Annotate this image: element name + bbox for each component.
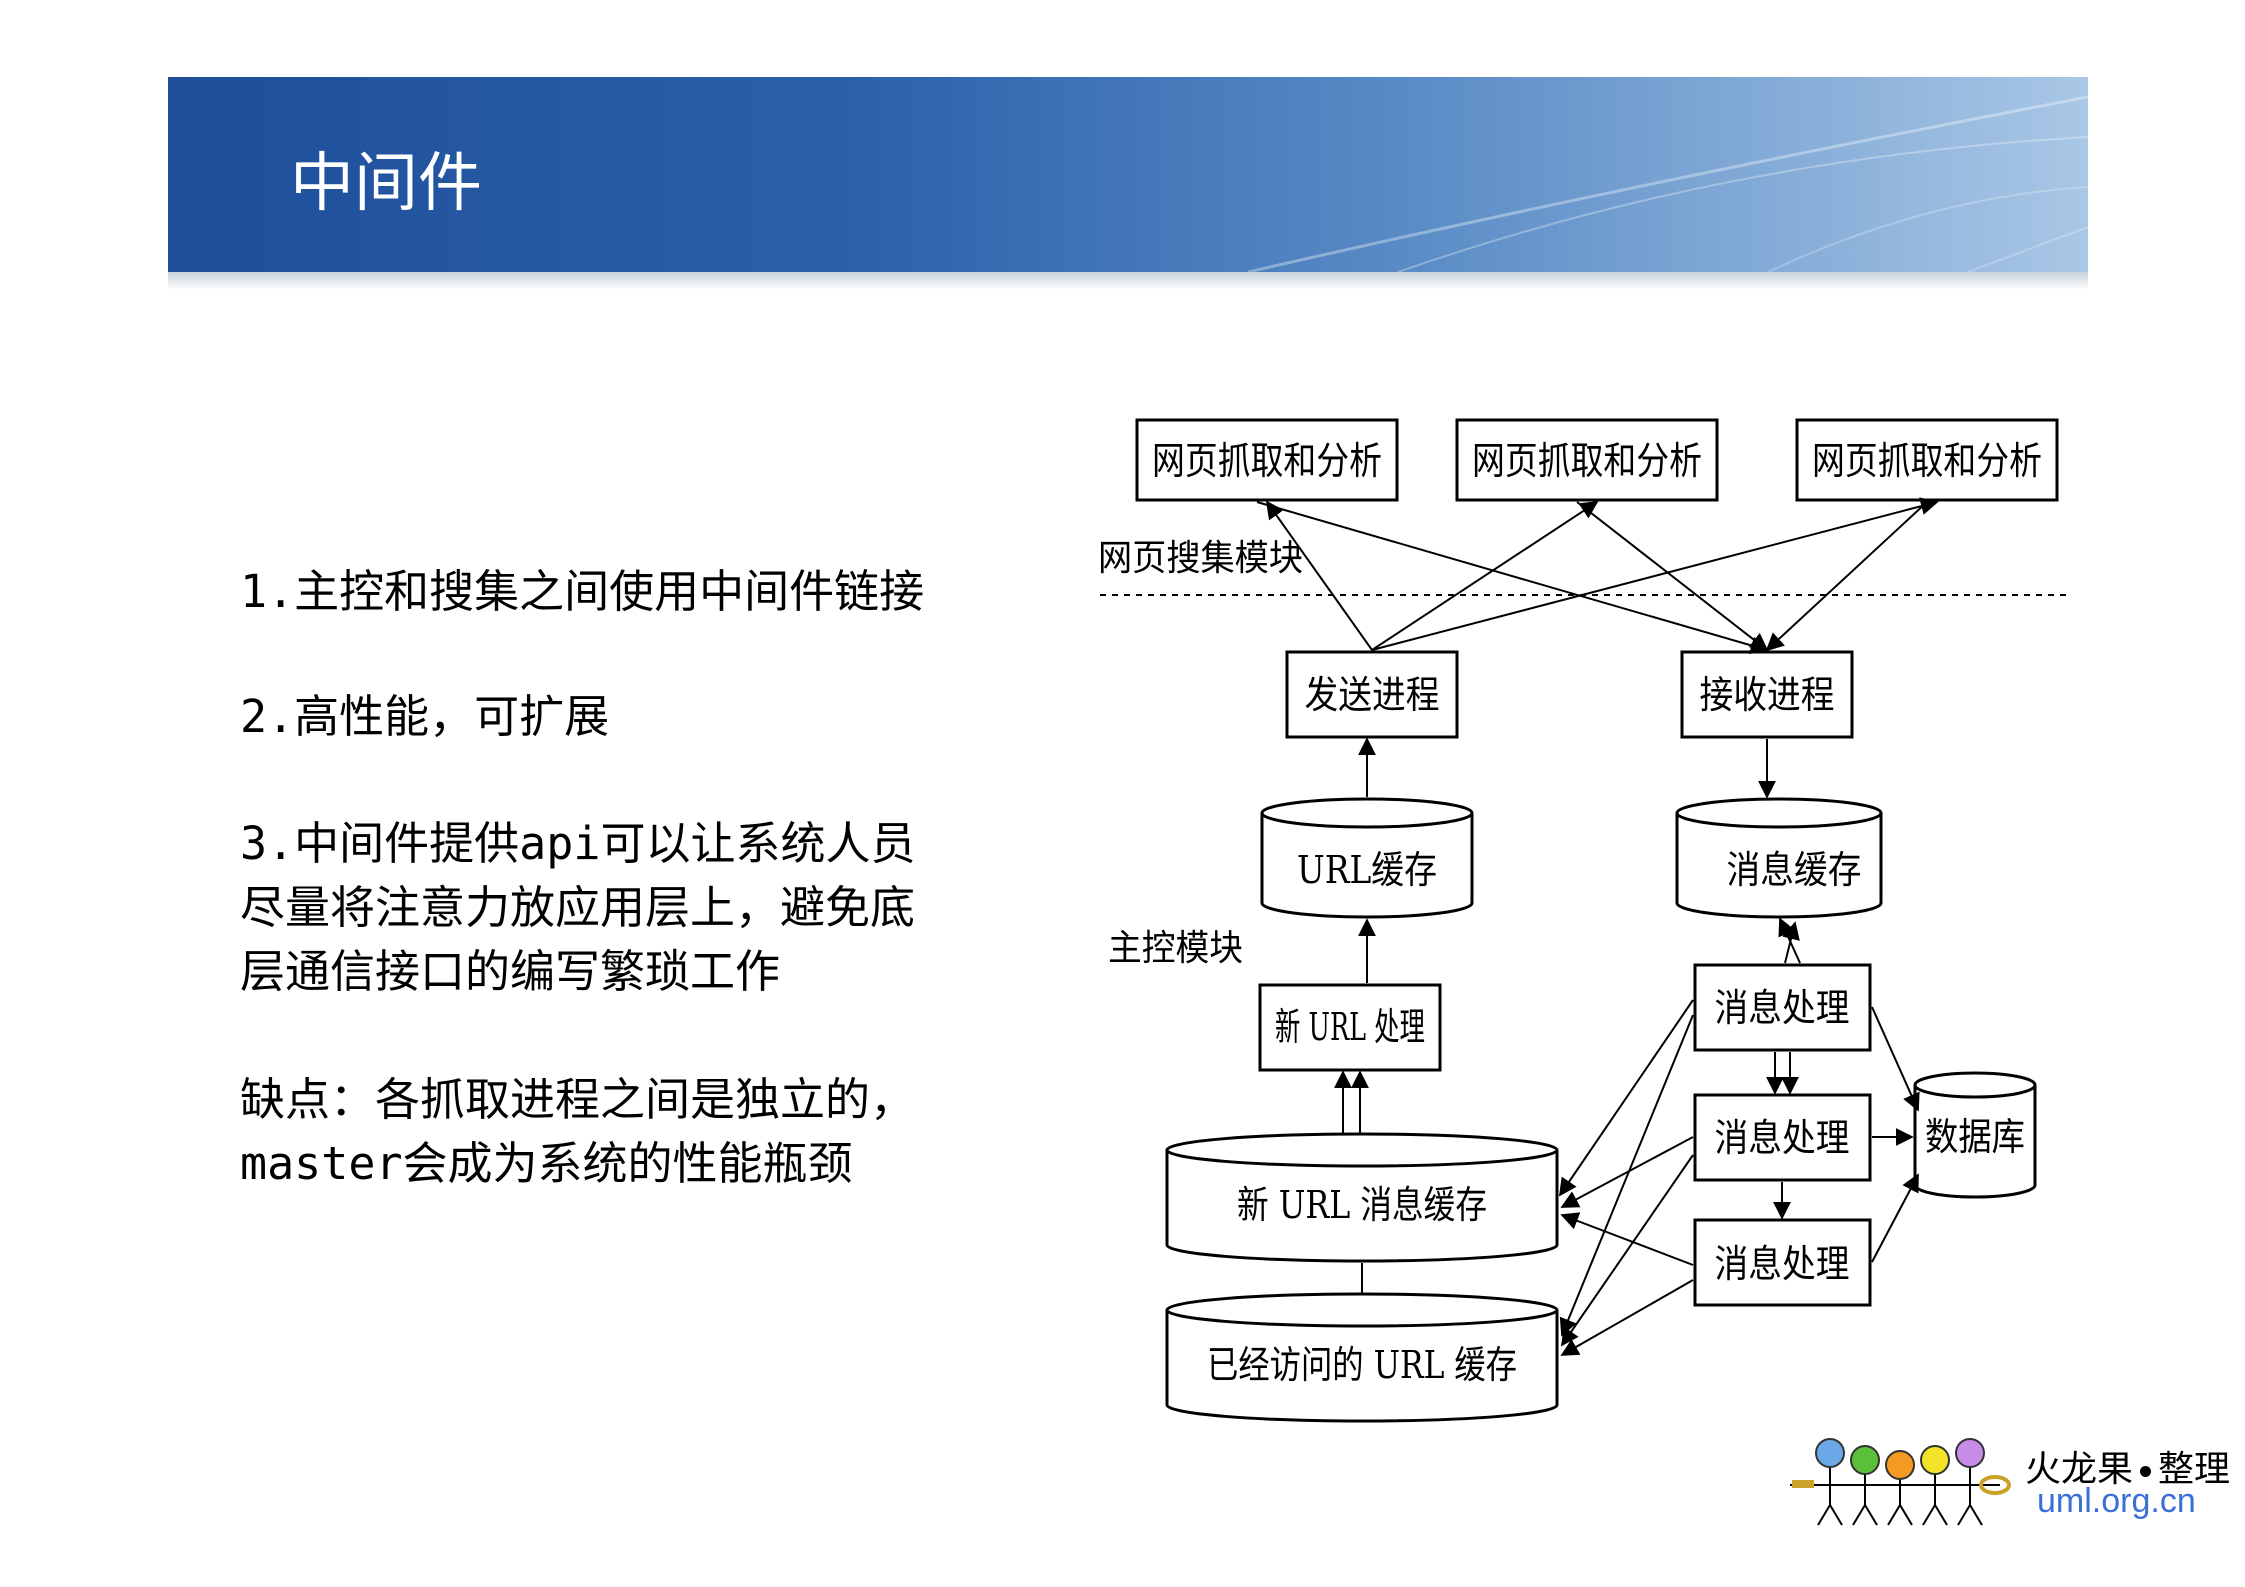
url-cache-label: URL缓存 (1297, 848, 1437, 892)
new-url-handler-box: 新 URL 处理 (1258, 983, 1442, 1072)
crawler-box-3: 网页抓取和分析 (1795, 418, 2059, 502)
master-module-label: 主控模块 (1108, 928, 1243, 969)
slide-title: 中间件 (290, 147, 482, 221)
title-banner (168, 77, 2088, 272)
bullet-line: 1.主控和搜集之间使用中间件链接 (240, 565, 925, 618)
bullet-4: 缺点：各抓取进程之间是独立的， master会成为系统的性能瓶颈 (240, 1068, 915, 1196)
recv-process-box: 接收进程 (1680, 650, 1854, 739)
banner-shadow (168, 272, 2088, 290)
logo-name: 火龙果整理 (2025, 1440, 2230, 1492)
url-cache-cylinder: URL缓存 (1260, 797, 1474, 919)
logo-mark (1790, 1438, 2011, 1526)
new-url-msg-cache-cylinder: 新 URL 消息缓存 (1165, 1132, 1559, 1263)
crawler-label: 网页抓取和分析 (1472, 439, 1702, 483)
crawler-label: 网页抓取和分析 (1812, 439, 2042, 483)
bullet-line: 层通信接口的编写繁琐工作 (240, 945, 781, 998)
database-label: 数据库 (1925, 1115, 2025, 1159)
msg-handler-label: 消息处理 (1715, 986, 1850, 1030)
crawler-box-1: 网页抓取和分析 (1135, 418, 1399, 502)
new-url-handler-label: 新 URL 处理 (1275, 1005, 1425, 1049)
crawler-box-2: 网页抓取和分析 (1455, 418, 1719, 502)
banner-decoration (1247, 95, 2088, 272)
send-process-box: 发送进程 (1285, 650, 1459, 739)
msg-cache-cylinder: 消息缓存 (1675, 797, 1883, 919)
msg-handler-box-1: 消息处理 (1693, 963, 1872, 1052)
recv-process-label: 接收进程 (1700, 673, 1835, 717)
architecture-diagram: 网页抓取和分析 网页抓取和分析 网页抓取和分析 网页搜集模块 主控模块 发送进程… (1098, 418, 2070, 1423)
visited-url-cache-cylinder: 已经访问的 URL 缓存 (1165, 1292, 1559, 1423)
msg-handler-box-2: 消息处理 (1693, 1093, 1872, 1182)
logo-dot (2140, 1465, 2152, 1477)
database-cylinder: 数据库 (1913, 1071, 2037, 1199)
msg-handler-label: 消息处理 (1715, 1116, 1850, 1160)
logo-url: uml.org.cn (2037, 1482, 2196, 1520)
bullet-line: 缺点：各抓取进程之间是独立的， (240, 1073, 916, 1126)
send-process-label: 发送进程 (1305, 673, 1440, 717)
master-arrows (1334, 737, 1920, 1356)
bullet-2: 2.高性能，可扩展 (240, 685, 609, 749)
msg-cache-label: 消息缓存 (1727, 848, 1862, 892)
logo-name-left: 火龙果 (2025, 1449, 2134, 1490)
msg-handler-label: 消息处理 (1715, 1242, 1850, 1286)
logo-name-right: 整理 (2158, 1449, 2231, 1490)
crawl-arrows (1256, 497, 1939, 655)
crawler-label: 网页抓取和分析 (1152, 439, 1382, 483)
bullet-1: 1.主控和搜集之间使用中间件链接 (240, 560, 924, 624)
new-url-msg-cache-label: 新 URL 消息缓存 (1237, 1183, 1487, 1227)
bullet-line: 3.中间件提供api可以让系统人员 (240, 817, 916, 870)
bullet-line: 2.高性能，可扩展 (240, 690, 610, 743)
bullet-line: 尽量将注意力放应用层上，避免底 (240, 881, 916, 934)
visited-url-cache-label: 已经访问的 URL 缓存 (1207, 1343, 1517, 1387)
bullet-line: master会成为系统的性能瓶颈 (240, 1137, 853, 1190)
msg-handler-box-3: 消息处理 (1693, 1218, 1872, 1307)
crawl-module-label: 网页搜集模块 (1098, 538, 1303, 579)
bullet-3: 3.中间件提供api可以让系统人员 尽量将注意力放应用层上，避免底 层通信接口的… (240, 812, 915, 1004)
